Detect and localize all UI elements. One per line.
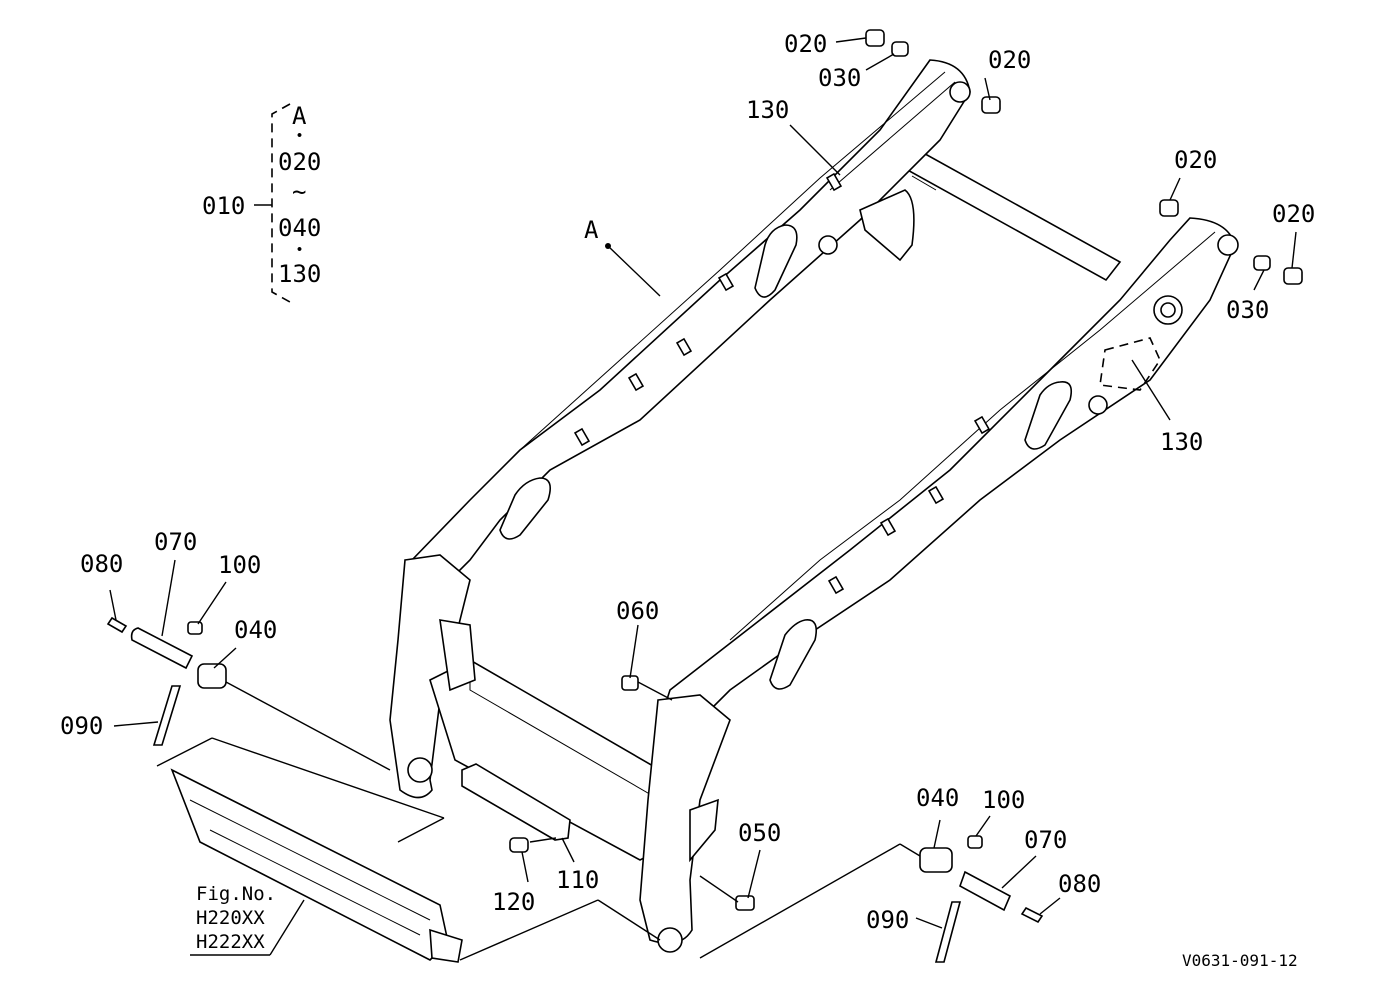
callout-020-right-b: 020 [1272,200,1315,228]
pin-070-right [959,870,1012,912]
assembly-bracket [271,103,291,303]
bolt-090-right [934,901,962,963]
loader-frame [389,59,1239,953]
callout-040-right: 040 [916,784,959,812]
beam-center-bracket [439,619,476,692]
assembly-range-from: 020 [278,148,321,176]
left-arm-slot-lower [499,477,551,540]
bushing-040-left [197,663,227,689]
callout-090-right: 090 [866,906,909,934]
bolt-060 [621,675,639,691]
left-boom-arm [407,59,971,595]
figure-note: Fig.No. H220XX H222XX [196,883,276,953]
assembly-group-legend: 010 A ・ 020 ~ 040 ・ 130 [202,102,321,288]
callout-020-top-b: 020 [988,46,1031,74]
callout-080-right: 080 [1058,870,1101,898]
right-arm-clips [827,415,991,595]
left-rear-bracket [859,189,915,262]
callout-020-top-a: 020 [784,30,827,58]
pin-070-left [130,627,194,670]
callout-030-top: 030 [818,64,861,92]
grease-fitting-080-left [106,616,128,634]
drawing-code: V0631-091-12 [1182,951,1298,970]
right-mount-plate [1099,337,1161,391]
assembly-ref-letter: A [292,102,307,130]
bolt-050 [735,895,755,911]
callout-070-left: 070 [154,528,197,556]
plug-120 [509,837,529,853]
assembly-extra: 130 [278,260,321,288]
rear-cross-tube [884,138,1122,282]
callout-labels: 020 030 020 130 020 020 030 130 A 080 07… [60,30,1315,934]
callout-040-left: 040 [234,616,277,644]
figure-note-line2: H220XX [196,907,265,929]
right-arm-slot-lower [769,619,818,690]
right-post-gusset [689,798,719,863]
callout-130-right: 130 [1160,428,1203,456]
bushing-020-top-a [865,29,885,47]
assembly-dot-2: ・ [290,239,309,261]
left-post-bottom-pivot [407,757,433,783]
left-arm-top-pivot [949,81,971,103]
bushing-040-right [919,847,953,873]
right-arm-mid-pivot [1088,395,1108,415]
assembly-number: 010 [202,192,245,220]
left-arm-mid-pivot [818,235,838,255]
callout-020-right-a: 020 [1174,146,1217,174]
callout-100-right: 100 [982,786,1025,814]
callout-120: 120 [492,888,535,916]
bolt-090-left [152,685,182,746]
bushing-030-right [1253,255,1271,271]
callout-050: 050 [738,819,781,847]
figure-note-line3: H222XX [196,931,265,953]
right-arm-top-pivot [1217,234,1239,256]
callout-070-right: 070 [1024,826,1067,854]
callout-100-left: 100 [218,551,261,579]
loose-parts [106,29,1303,963]
figure-note-line1: Fig.No. [196,883,276,905]
ref-a-dot [605,243,611,249]
nut-100-left [187,621,203,635]
right-arm-slot-upper [1024,381,1073,450]
holder-110 [461,763,571,841]
callout-090-left: 090 [60,712,103,740]
grease-fitting-080-right [1020,906,1044,924]
assembly-range-to: 040 [278,214,321,242]
cylinder-rod-end [429,928,463,963]
callout-030-right: 030 [1226,296,1269,324]
callout-080-left: 080 [80,550,123,578]
assembly-dot-1: ・ [290,125,309,147]
bushing-020-right-a [1159,199,1179,217]
callout-110: 110 [556,866,599,894]
leader-lines [109,37,1297,961]
callout-a-ref: A [584,216,599,244]
assembly-range-symbol: ~ [292,178,306,206]
bushing-020-top-b [981,96,1001,114]
callout-060: 060 [616,597,659,625]
nut-100-right [967,835,983,849]
bushing-020-right-b [1283,267,1303,285]
callout-130-top: 130 [746,96,789,124]
bushing-030-top [891,41,909,57]
right-post-bottom-pivot [657,927,683,953]
left-arm-slot-upper [754,224,798,298]
left-arm-clips [573,172,843,447]
